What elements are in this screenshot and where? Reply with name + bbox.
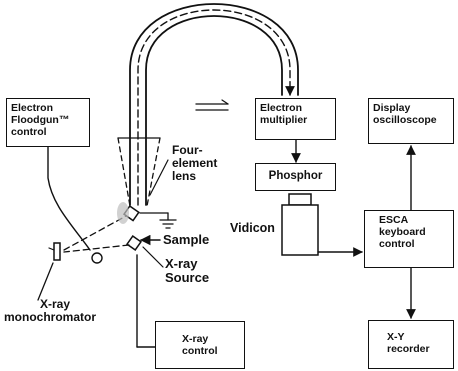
beam-mono-to-sample <box>63 215 127 251</box>
monochromator-leader <box>37 262 54 301</box>
xray-control-line-2: control <box>182 345 218 357</box>
source-leader <box>142 246 164 268</box>
xray-control-line-1: X-ray <box>182 333 209 345</box>
sample-label: Sample <box>163 233 209 246</box>
four-element-lens-label: Four- element lens <box>172 144 217 183</box>
floodgun-cable <box>47 146 91 251</box>
sample-shading <box>117 202 129 224</box>
xy-line-1: X-Y <box>387 331 405 343</box>
transfer-tube-inner <box>145 15 283 206</box>
multiplier-line-2: multiplier <box>260 114 308 126</box>
esca-line-1: ESCA <box>379 214 409 226</box>
display-line-2: oscilloscope <box>373 114 437 126</box>
mono-line-1: X-ray <box>40 297 71 311</box>
phosphor-label: Phosphor <box>268 170 323 182</box>
floodgun-line-1: Electron <box>11 102 54 114</box>
mono-line-2: monochromator <box>4 310 97 324</box>
electron-path <box>137 9 295 206</box>
electron-multiplier-box: Electron multiplier <box>255 98 336 140</box>
floodgun-line-3: control <box>11 126 47 138</box>
display-line-1: Display <box>373 102 411 114</box>
multiplier-line-1: Electron <box>260 102 303 114</box>
sample-text: Sample <box>163 232 210 247</box>
phosphor-box: Phosphor <box>255 163 336 191</box>
source-line-1: X-ray <box>165 256 198 271</box>
lens-left-edge <box>117 137 131 207</box>
lens-line-1: Four- <box>172 143 203 157</box>
xray-source <box>125 234 143 252</box>
electron-floodgun-control-box: Electron Floodgun™ control <box>6 98 90 147</box>
lens-line-3: lens <box>172 169 197 183</box>
vidicon-lens <box>288 193 312 206</box>
lens-line-2: element <box>172 156 218 170</box>
source-line-2: Source <box>165 270 210 285</box>
xray-control-box: X-ray control <box>155 321 245 369</box>
esca-line-2: keyboard <box>379 226 426 238</box>
beam-source-to-mono <box>63 244 130 253</box>
xray-monochromator-label: X-ray monochromator <box>4 298 96 324</box>
lens-leader <box>149 159 169 196</box>
vidicon-text: Vidicon <box>230 221 275 235</box>
vidicon-body <box>281 204 319 256</box>
xray-source-label: X-ray Source <box>165 257 209 285</box>
floodgun-line-2: Floodgun™ <box>11 114 70 126</box>
xy-recorder-box: X-Y recorder <box>368 320 454 369</box>
display-oscilloscope-box: Display oscilloscope <box>368 98 454 144</box>
lens-right-edge <box>146 137 161 207</box>
vidicon-label: Vidicon <box>230 222 275 235</box>
floodgun-head <box>91 252 103 264</box>
esca-keyboard-control-box: ESCA keyboard control <box>364 210 454 268</box>
esca-line-3: control <box>379 238 415 250</box>
monochromator-crystal <box>53 242 61 261</box>
xy-line-2: recorder <box>387 343 430 355</box>
transfer-tube-outer <box>129 3 299 206</box>
